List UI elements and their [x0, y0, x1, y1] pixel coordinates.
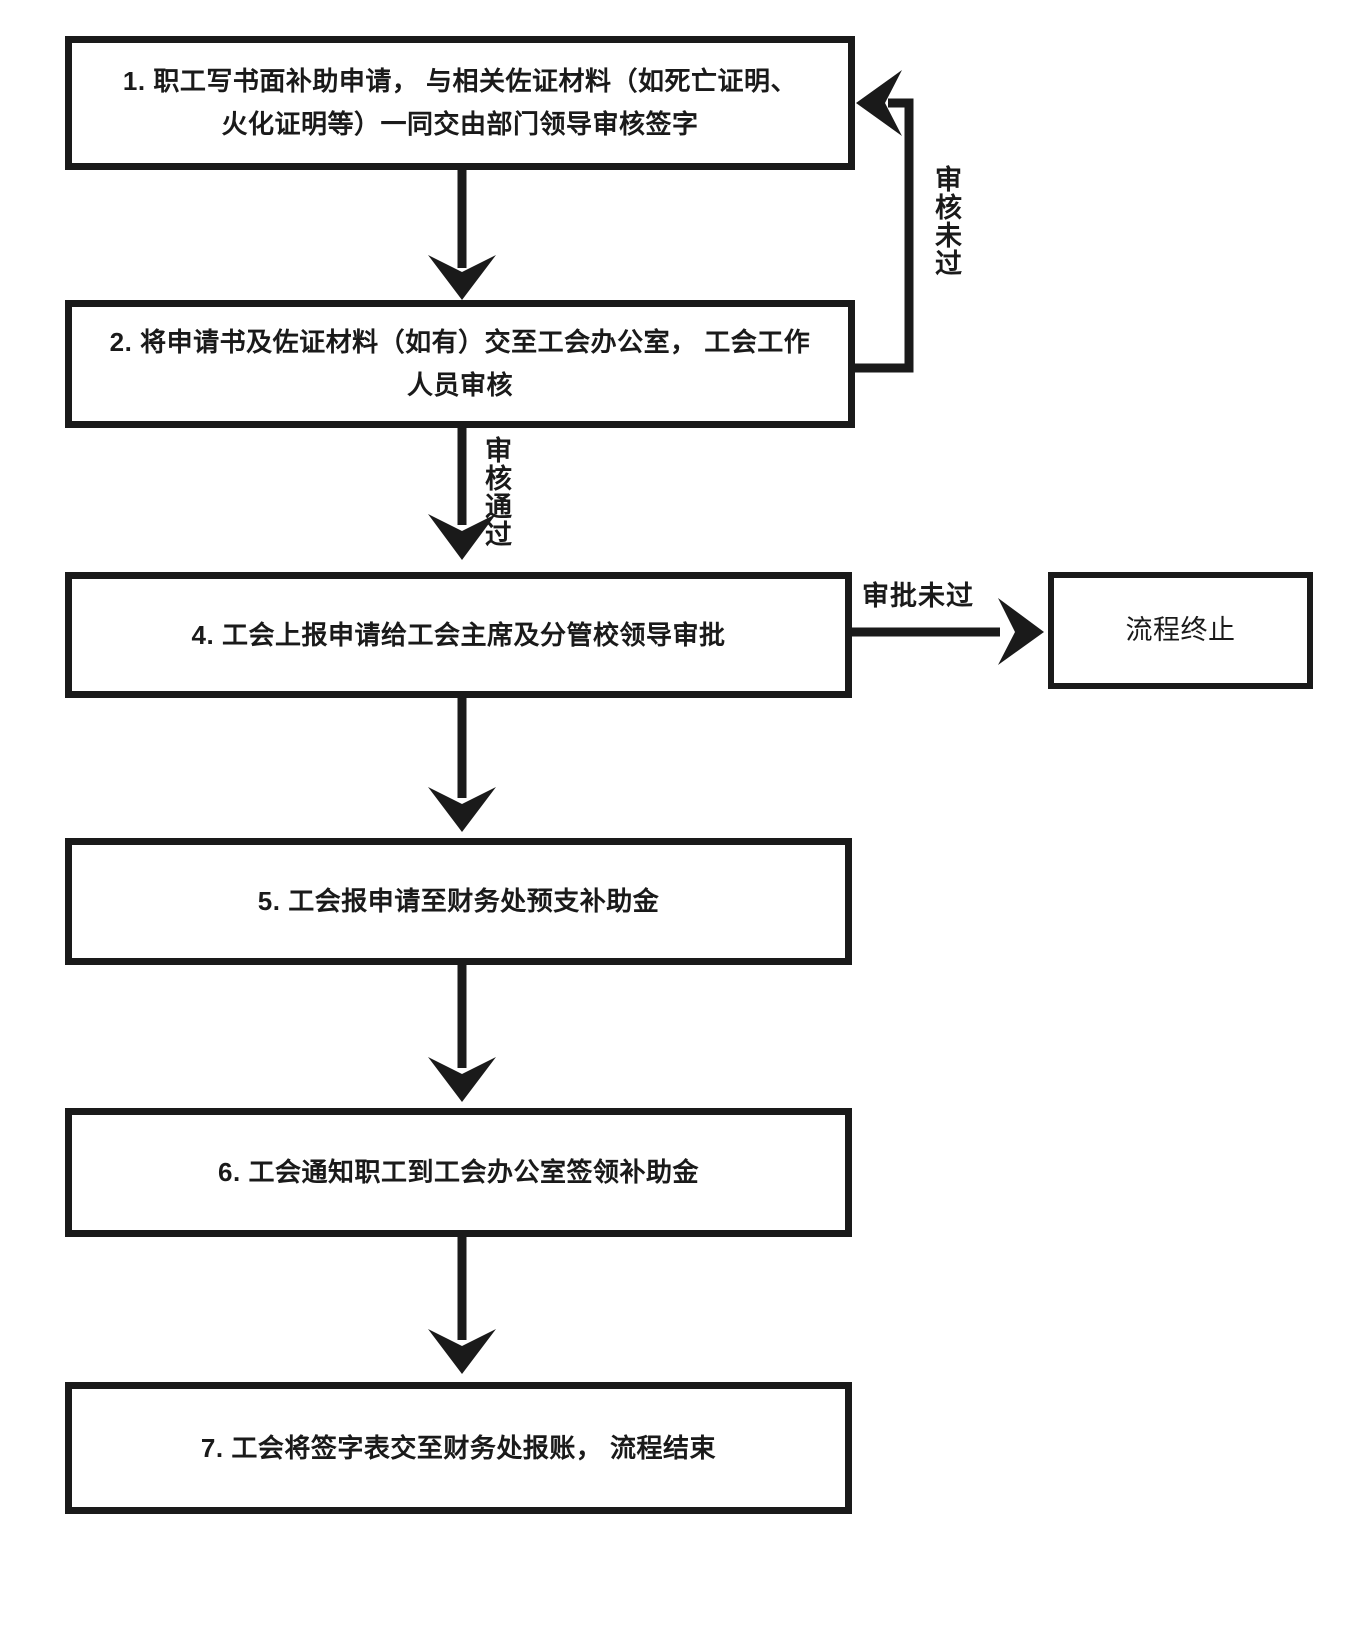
- node-step7-label: 7. 工会将签字表交至财务处报账， 流程结束: [200, 1432, 717, 1463]
- node-step1[interactable]: 1. 职工写书面补助申请， 与相关佐证材料（如死亡证明、 火化证明等）一同交由部…: [65, 36, 855, 170]
- node-step4[interactable]: 4. 工会上报申请给工会主席及分管校领导审批: [65, 572, 852, 698]
- edge-label-reject-review: 审核未过: [931, 165, 961, 277]
- edge-label-pass-review: 审核通过: [481, 436, 511, 548]
- node-step4-label: 4. 工会上报申请给工会主席及分管校领导审批: [191, 619, 726, 650]
- arrowhead-step6-in: [428, 1057, 496, 1102]
- edge-label-reject-review-text: 审核未过: [931, 165, 961, 277]
- node-step7[interactable]: 7. 工会将签字表交至财务处报账， 流程结束: [65, 1382, 852, 1514]
- node-terminate-label: 流程终止: [1125, 615, 1236, 646]
- node-step5[interactable]: 5. 工会报申请至财务处预支补助金: [65, 838, 852, 965]
- node-step6[interactable]: 6. 工会通知职工到工会办公室签领补助金: [65, 1108, 852, 1237]
- arrowhead-step5-in: [428, 787, 496, 832]
- node-terminate[interactable]: 流程终止: [1048, 572, 1313, 689]
- arrowhead-step7-in: [428, 1329, 496, 1374]
- connector-reject-loop: [855, 98, 914, 373]
- arrowhead-step1-in-loop: [856, 70, 902, 136]
- arrowhead-terminate-in: [998, 598, 1044, 665]
- node-step5-label: 5. 工会报申请至财务处预支补助金: [257, 886, 660, 917]
- node-step1-label: 1. 职工写书面补助申请， 与相关佐证材料（如死亡证明、 火化证明等）一同交由部…: [122, 66, 798, 139]
- edge-label-reject-approval: 审批未过: [862, 581, 974, 611]
- edge-label-pass-review-text: 审核通过: [481, 436, 511, 548]
- node-step2[interactable]: 2. 将申请书及佐证材料（如有）交至工会办公室， 工会工作 人员审核: [65, 300, 855, 428]
- node-step2-label: 2. 将申请书及佐证材料（如有）交至工会办公室， 工会工作 人员审核: [109, 327, 811, 400]
- edge-label-reject-approval-text: 审批未过: [862, 581, 974, 611]
- arrowhead-step2-in: [428, 255, 496, 300]
- node-step6-label: 6. 工会通知职工到工会办公室签领补助金: [218, 1157, 699, 1188]
